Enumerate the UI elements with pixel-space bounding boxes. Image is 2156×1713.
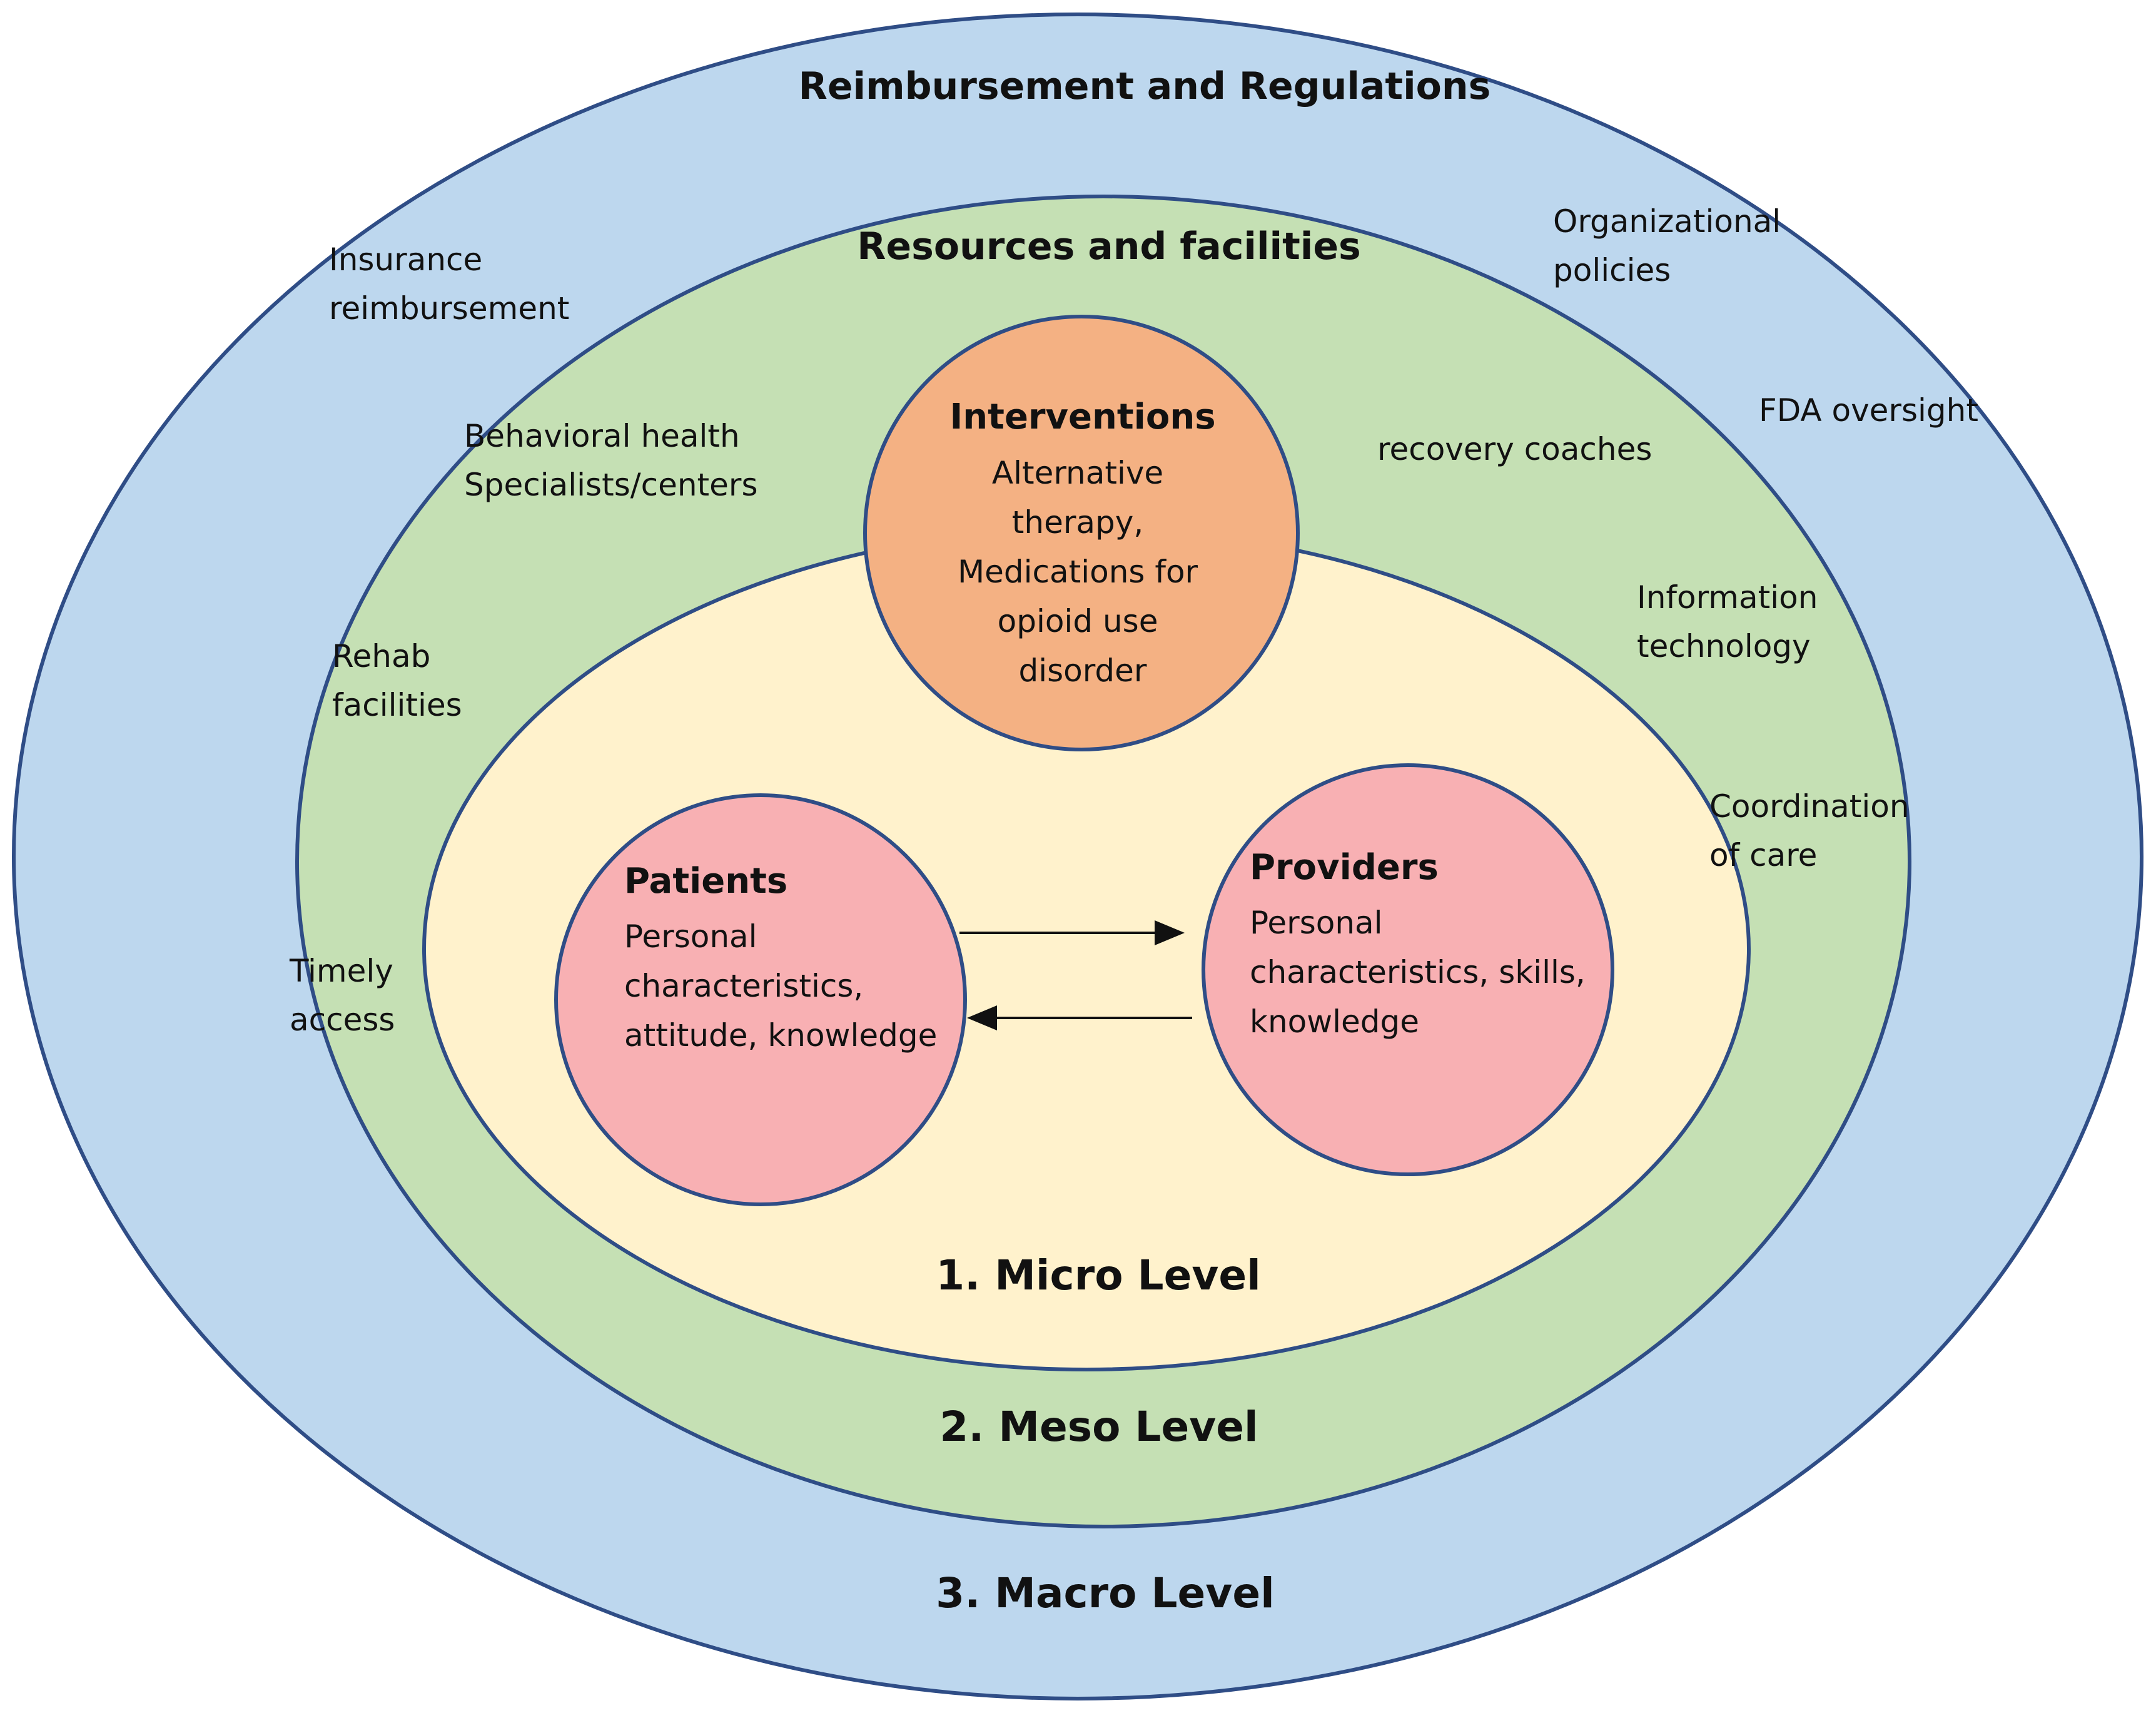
meso-title: Resources and facilities bbox=[857, 225, 1361, 268]
meso-factor-rehab-facilities: Rehab facilities bbox=[332, 638, 462, 723]
meso-level-label: 2. Meso Level bbox=[939, 1403, 1258, 1451]
patients-title: Patients bbox=[624, 861, 787, 902]
meso-factor-timely-access: Timely access bbox=[289, 953, 403, 1038]
meso-factor-recovery-coaches: recovery coaches bbox=[1377, 431, 1652, 467]
interventions-circle bbox=[863, 315, 1300, 751]
providers-circle bbox=[1202, 763, 1614, 1176]
meso-factor-coordination-of-care: Coordination of care bbox=[1709, 788, 1919, 873]
macro-factor-insurance: Insurance reimbursement bbox=[329, 241, 569, 327]
macro-level-label: 3. Macro Level bbox=[936, 1569, 1274, 1617]
macro-factor-organizational-policies: Organizational policies bbox=[1553, 203, 1791, 288]
meso-factor-behavioral-health: Behavioral health Specialists/centers bbox=[464, 418, 758, 503]
patients-description: Personal characteristics, attitude, know… bbox=[624, 918, 937, 1054]
macro-title: Reimbursement and Regulations bbox=[799, 64, 1491, 108]
macro-factor-fda-oversight: FDA oversight bbox=[1759, 392, 1978, 429]
interventions-title: Interventions bbox=[949, 397, 1215, 437]
providers-description: Personal characteristics, skills, knowle… bbox=[1250, 905, 1596, 1040]
meso-factor-information-technology: Information technology bbox=[1637, 579, 1828, 664]
micro-level-label: 1. Micro Level bbox=[936, 1251, 1261, 1299]
interventions-description: Alternative therapy, Medications for opi… bbox=[958, 455, 1208, 689]
providers-title: Providers bbox=[1250, 847, 1439, 888]
patients-circle bbox=[554, 793, 967, 1206]
